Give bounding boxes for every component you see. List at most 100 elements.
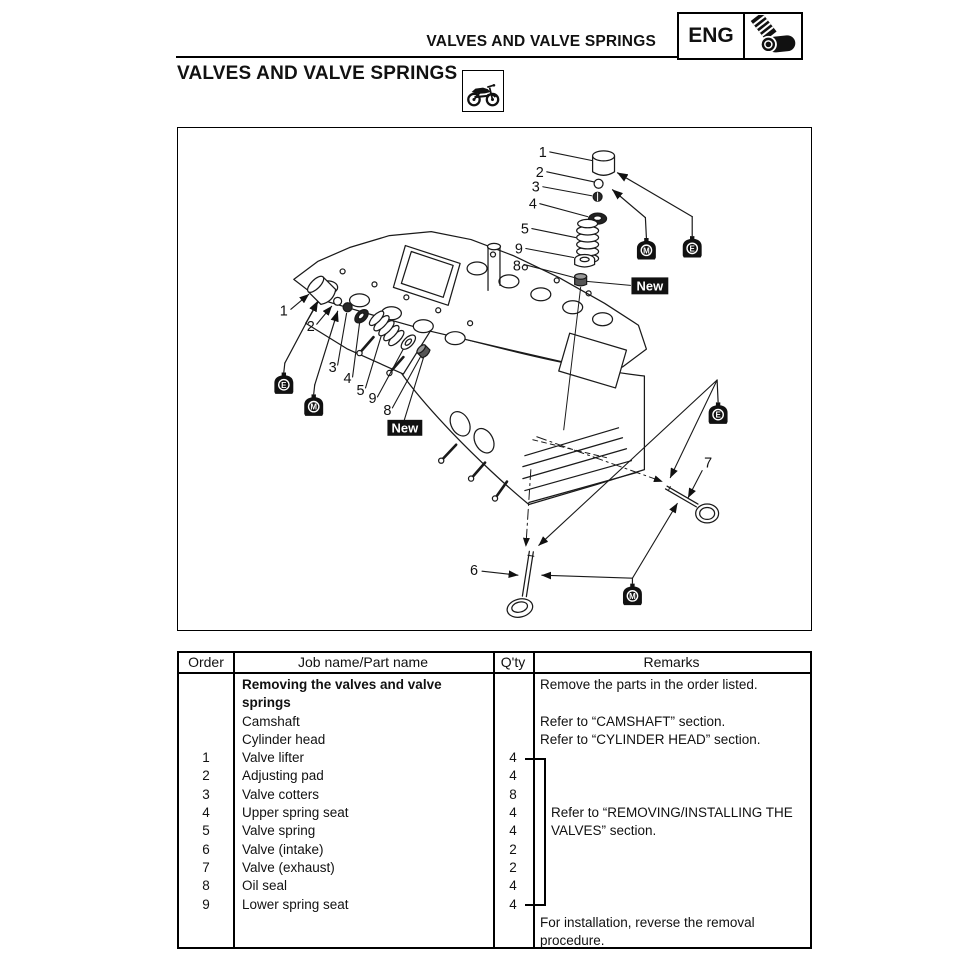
callout-8: 8: [383, 403, 391, 419]
row-group-bracket-tick-bottom: [525, 904, 545, 906]
column-divider: [533, 653, 535, 947]
table-header-row: Order Job name/Part name Q'ty Remarks: [179, 653, 810, 674]
cylinder-head-drawing: [293, 230, 648, 506]
running-title: VALVES AND VALVE SPRINGS: [426, 33, 656, 50]
table-cell-qty: [493, 731, 533, 749]
svg-text:M: M: [310, 403, 317, 412]
table-cell-remark: [533, 859, 810, 877]
table-row: 9 Lower spring seat 4: [179, 896, 810, 914]
table-cell-order: 8: [202, 878, 210, 894]
callout-5: 5: [521, 222, 529, 238]
valve-parts-stack-left: [290, 275, 431, 421]
table-cell-order: 3: [202, 786, 210, 802]
table-cell-order: 9: [202, 896, 210, 912]
table-cell-order: 4: [202, 805, 210, 821]
svg-text:New: New: [392, 420, 420, 435]
eng-label: ENG: [688, 24, 734, 47]
table-row: 1 Valve lifter 4: [179, 749, 810, 767]
table-cell-name: Valve lifter: [242, 750, 305, 766]
callout-3: 3: [329, 360, 337, 376]
table-cell-remark: [533, 877, 810, 895]
svg-text:E: E: [281, 381, 286, 390]
table-cell-qty: 8: [509, 786, 517, 802]
table-cell-remark: For installation, reverse the removal: [540, 914, 755, 930]
eng-chapter-box: ENG: [677, 12, 803, 60]
parts-table: Order Job name/Part name Q'ty Remarks Re…: [177, 651, 812, 949]
table-cell-remark: Refer to “CYLINDER HEAD” section.: [540, 731, 761, 747]
table-cell-qty: 4: [509, 878, 517, 894]
callout-8: 8: [513, 258, 521, 274]
column-divider: [233, 653, 235, 947]
table-row: 8 Oil seal 4: [179, 877, 810, 895]
callout-9: 9: [515, 241, 523, 257]
table-cell-name: springs: [242, 695, 291, 711]
table-cell-qty: 4: [509, 896, 517, 912]
table-cell-qty: 4: [509, 750, 517, 766]
table-row: Removing the valves and valve Remove the …: [179, 676, 810, 694]
table-cell-order: [179, 731, 233, 749]
table-cell-qty: [493, 713, 533, 731]
table-cell-name: Valve (intake): [242, 841, 324, 857]
table-cell-name: Removing the valves and valve: [242, 677, 442, 692]
table-cell-remark: Refer to “REMOVING/INSTALLING THE: [551, 805, 793, 821]
table-cell-order: [179, 694, 233, 712]
valve-parts-stack-right: [523, 150, 631, 287]
oil-can-e-icon: E: [538, 379, 728, 546]
row-group-bracket: [544, 758, 546, 906]
callout-3: 3: [532, 180, 540, 196]
callout-2: 2: [536, 165, 544, 181]
callout-1: 1: [280, 303, 288, 319]
table-cell-name: Valve (exhaust): [242, 859, 335, 875]
table-cell-qty: [493, 694, 533, 712]
table-row: procedure.: [179, 932, 810, 950]
oil-can-e-icon: E: [616, 172, 702, 258]
table-cell-name: Oil seal: [242, 878, 288, 894]
table-cell-order: 1: [202, 750, 210, 766]
table-cell-order: [179, 676, 233, 694]
table-cell-order: 6: [202, 841, 210, 857]
table-cell-order: [179, 914, 233, 932]
table-cell-remark: Refer to “CAMSHAFT” section.: [540, 713, 726, 729]
table-cell-remark: [533, 786, 810, 804]
callout-labels-right: 1 2 3 4 5 9 8: [513, 145, 547, 275]
table-cell-qty: 4: [509, 768, 517, 784]
callout-4: 4: [529, 197, 537, 213]
table-cell-qty: [493, 914, 533, 932]
table-cell-remark: VALVES” section.: [551, 823, 657, 839]
callout-4: 4: [344, 371, 352, 387]
oil-can-m-icon: M: [541, 502, 678, 606]
callout-labels-left: 1 2 3 4 5 9 8: [280, 303, 392, 419]
col-header-jobname: Job name/Part name: [298, 654, 428, 670]
table-cell-remark: [533, 749, 810, 767]
table-cell-remark: procedure.: [540, 933, 605, 949]
callout-2: 2: [307, 319, 315, 335]
table-cell-name: Adjusting pad: [242, 768, 324, 784]
oil-can-m-icon: M: [304, 310, 339, 416]
svg-text:New: New: [637, 278, 665, 293]
table-cell-order: 2: [202, 768, 210, 784]
table-cell-remark: Remove the parts in the order listed.: [540, 677, 758, 692]
table-cell-remark: [533, 841, 810, 859]
column-divider: [493, 653, 495, 947]
col-header-order: Order: [188, 654, 224, 670]
table-row: 2 Adjusting pad 4: [179, 767, 810, 785]
table-cell-remark: [533, 767, 810, 785]
table-cell-qty: 2: [509, 859, 517, 875]
table-cell-name: Lower spring seat: [242, 896, 349, 912]
table-cell-qty: [493, 932, 533, 950]
col-header-remarks: Remarks: [643, 654, 700, 670]
oil-can-e-icon: E: [274, 300, 319, 394]
table-cell-remark: [533, 694, 810, 712]
callout-7: 7: [704, 456, 712, 472]
table-cell-order: 5: [202, 823, 210, 839]
table-cell-remark: [533, 896, 810, 914]
table-row: 3 Valve cotters 8: [179, 786, 810, 804]
page-title: VALVES AND VALVE SPRINGS: [177, 63, 458, 84]
table-body: Removing the valves and valve Remove the …: [179, 674, 810, 950]
table-cell-name: Valve cotters: [242, 786, 320, 802]
